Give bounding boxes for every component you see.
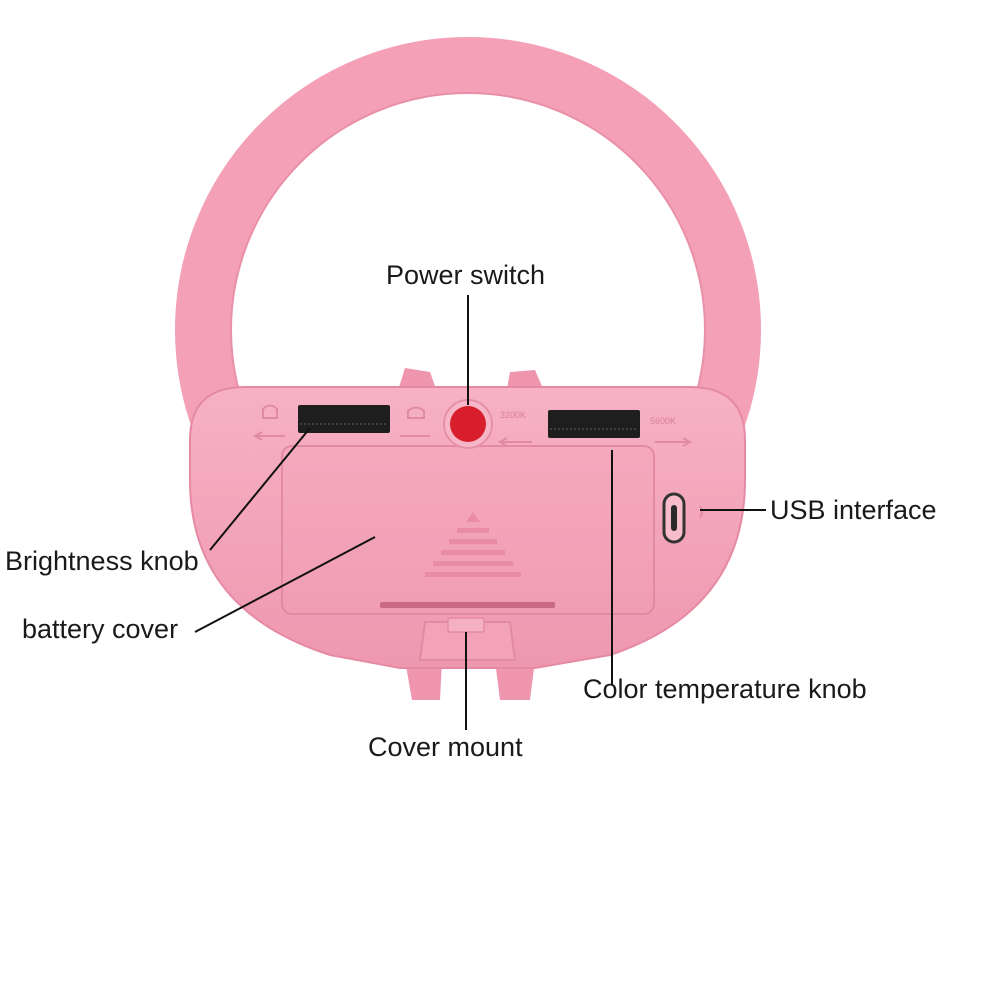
color-temperature-knob[interactable] — [548, 410, 640, 438]
callout-lines — [194, 295, 766, 730]
warm-temp-marking: 3200K — [500, 410, 526, 420]
label-color-temperature-knob: Color temperature knob — [583, 674, 867, 704]
label-usb-interface: USB interface — [770, 495, 937, 525]
callout-battery-cover — [194, 536, 376, 633]
label-battery-cover: battery cover — [22, 614, 179, 644]
callout-brightness-knob — [209, 427, 311, 551]
label-cover-mount: Cover mount — [368, 732, 523, 762]
bottom-clip-left — [405, 660, 442, 700]
cover-arrow-icon — [425, 512, 521, 577]
brightness-knob[interactable] — [298, 405, 390, 433]
power-button[interactable] — [450, 406, 486, 442]
cover-slot — [380, 602, 555, 608]
label-power-switch: Power switch — [386, 260, 546, 290]
bottom-clip-right — [495, 660, 535, 700]
label-brightness-knob: Brightness knob — [5, 546, 199, 576]
housing-markings — [252, 404, 693, 447]
cool-temp-marking: 5600K — [650, 416, 676, 426]
usb-icon — [699, 505, 703, 519]
